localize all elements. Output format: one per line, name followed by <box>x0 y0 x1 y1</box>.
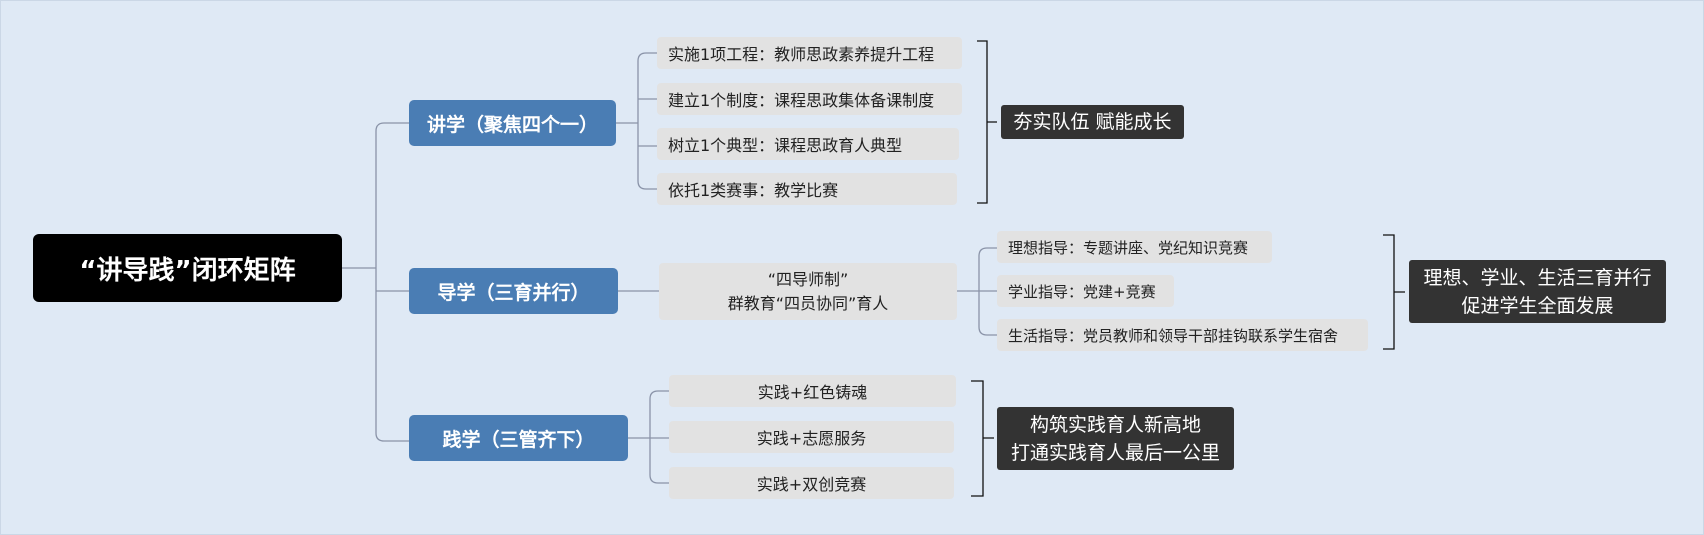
summary-node[interactable]: 理想、学业、生活三育并行 促进学生全面发展 <box>1409 260 1666 323</box>
summary-node[interactable]: 构筑实践育人新高地 打通实践育人最后一公里 <box>997 407 1234 470</box>
leaf-node[interactable]: 建立1个制度：课程思政集体备课制度 <box>657 83 962 115</box>
leaf-node[interactable]: 实践+双创竞赛 <box>669 467 954 499</box>
leaf-node[interactable]: 理想指导：专题讲座、党纪知识竞赛 <box>997 231 1272 263</box>
leaf-node[interactable]: 树立1个典型：课程思政育人典型 <box>657 128 959 160</box>
middle-node[interactable]: “四导师制” 群教育“四员协同”育人 <box>659 263 957 320</box>
bracket-3 <box>971 380 994 497</box>
connector-root-trunk <box>375 122 409 442</box>
connector-middle <box>957 247 997 336</box>
connector-branch1 <box>616 52 657 190</box>
leaf-node[interactable]: 依托1类赛事：教学比赛 <box>657 173 957 205</box>
leaf-node[interactable]: 实践+志愿服务 <box>669 421 954 453</box>
bracket-2 <box>1383 234 1405 350</box>
branch-node-daoxue[interactable]: 导学（三育并行） <box>409 268 618 314</box>
leaf-node[interactable]: 学业指导：党建+竞赛 <box>997 275 1174 307</box>
connector-branch3 <box>628 390 669 484</box>
leaf-node[interactable]: 实施1项工程：教师思政素养提升工程 <box>657 37 962 69</box>
branch-node-jianxue[interactable]: 践学（三管齐下） <box>409 415 628 461</box>
branch-node-jiangxue[interactable]: 讲学（聚焦四个一） <box>409 100 616 146</box>
root-node[interactable]: “讲导践”闭环矩阵 <box>33 234 342 302</box>
bracket-1 <box>977 40 997 204</box>
summary-node[interactable]: 夯实队伍 赋能成长 <box>1001 105 1184 139</box>
leaf-node[interactable]: 生活指导：党员教师和领导干部挂钩联系学生宿舍 <box>997 319 1368 351</box>
leaf-node[interactable]: 实践+红色铸魂 <box>669 375 956 407</box>
